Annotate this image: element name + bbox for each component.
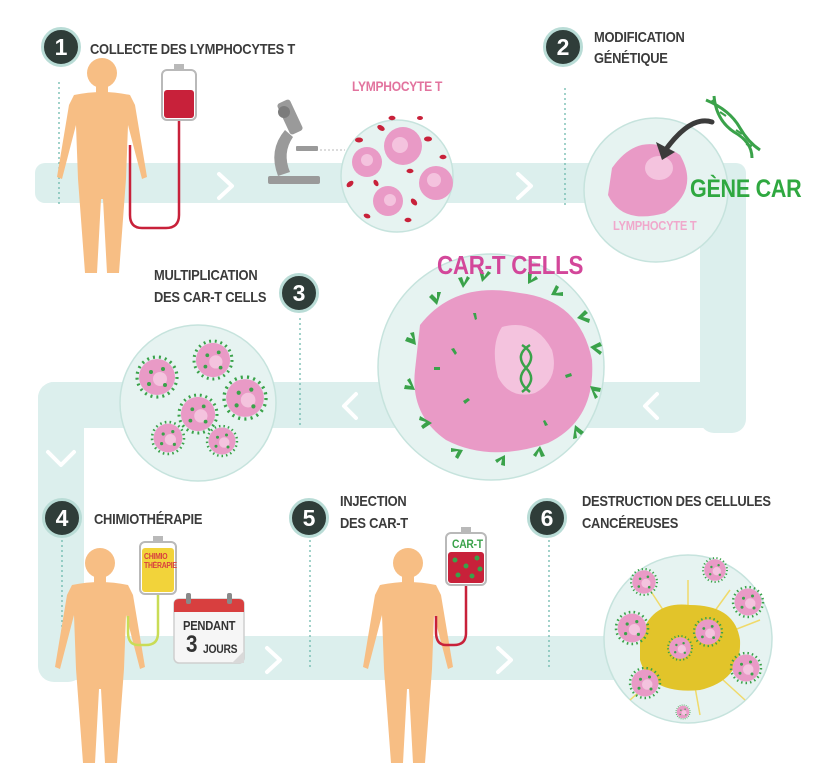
car-t-cell-large — [377, 253, 605, 481]
step-4-title: CHIMIOTHÉRAPIE — [94, 511, 203, 528]
lymphocyte-sample-circle — [340, 115, 454, 233]
step-6-title-line2: CANCÉREUSES — [582, 515, 679, 532]
step-6-title-line1: DESTRUCTION DES CELLULES — [582, 493, 771, 510]
step-5-title-line1: INJECTION — [340, 493, 407, 510]
step-1-title: COLLECTE DES LYMPHOCYTES T — [90, 41, 295, 58]
step-5-number: 5 — [289, 498, 329, 538]
step-4-number: 4 — [42, 498, 82, 538]
lymphocyte-t-label: LYMPHOCYTE T — [352, 78, 443, 94]
step-6-number: 6 — [527, 498, 567, 538]
chemo-bag-icon — [126, 536, 177, 647]
car-t-bag-label: CAR-T — [452, 537, 483, 551]
gene-car-label: GÈNE CAR — [690, 175, 802, 203]
step-2-title-line2: GÉNÉTIQUE — [594, 50, 668, 67]
lymphocyte-t-label-2: LYMPHOCYTE T — [613, 218, 697, 233]
cancer-destruction-circle — [603, 554, 773, 724]
microscope-icon — [268, 99, 320, 184]
step-5-title-line2: DES CAR-T — [340, 515, 408, 532]
calendar-unit-text: JOURS — [203, 642, 238, 656]
dna-helix-icon — [705, 95, 761, 159]
step-3-title-line2: DES CAR-T CELLS — [154, 289, 267, 306]
car-t-multiplication-circle — [119, 324, 277, 482]
blood-bag-icon — [128, 64, 197, 230]
car-t-cells-label: CAR-T CELLS — [437, 250, 584, 280]
step-3-number: 3 — [279, 273, 319, 313]
step-1-number: 1 — [41, 27, 81, 67]
car-t-bag-icon — [434, 527, 487, 647]
step-3-title-line1: MULTIPLICATION — [154, 267, 258, 284]
step-2-title-line1: MODIFICATION — [594, 29, 685, 46]
calendar-pendant-text: PENDANT — [183, 618, 236, 633]
step-2-number: 2 — [543, 27, 583, 67]
calendar-icon — [173, 593, 245, 664]
modified-lymphocyte-circle — [583, 117, 729, 263]
chemo-bag-label-line1: CHIMIO — [144, 552, 168, 561]
calendar-number: 3 — [186, 631, 198, 658]
chemo-bag-label-line2: THÉRAPIE — [144, 561, 177, 570]
path-direction-arrows — [46, 172, 659, 674]
